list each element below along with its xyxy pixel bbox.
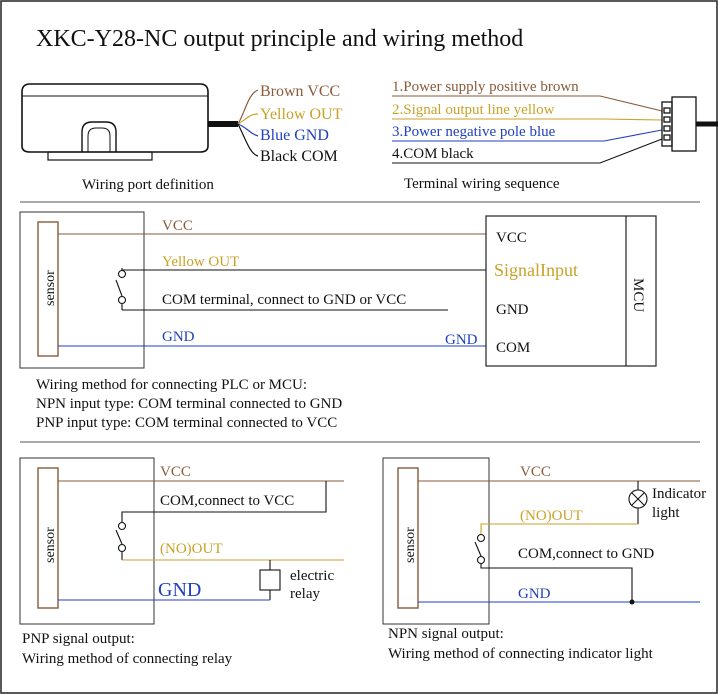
wiring-port-caption: Wiring port definition xyxy=(82,177,214,193)
wire-label-com: Black COM xyxy=(260,148,338,165)
wire-label-gnd: Blue GND xyxy=(260,127,329,144)
npn-vcc-label: VCC xyxy=(520,464,551,480)
pnp-sensor-frame xyxy=(19,457,155,625)
connector-illustration xyxy=(661,96,718,152)
terminal-line-2: 2.Signal output line yellow xyxy=(392,102,555,118)
npn-caption-2: Wiring method of connecting indicator li… xyxy=(388,646,654,662)
npn-gnd-label: GND xyxy=(518,586,551,602)
relay-coil-icon xyxy=(259,560,281,600)
npn-caption-1: NPN signal output: xyxy=(388,626,504,642)
indicator-light-icon xyxy=(628,481,648,524)
npn-out-label: (NO)OUT xyxy=(520,508,582,524)
sensor-body-illustration xyxy=(21,83,238,161)
page-title: XKC-Y28-NC output principle and wiring m… xyxy=(36,26,523,52)
mcu-gnd-label: GND xyxy=(162,329,195,345)
terminal-leader-lines xyxy=(392,95,663,164)
pnp-com-label: COM,connect to VCC xyxy=(160,493,294,509)
mcu-switch-contact xyxy=(115,269,448,311)
mcu-note-2: NPN input type: COM terminal connected t… xyxy=(36,396,342,412)
terminal-line-3: 3.Power negative pole blue xyxy=(392,124,556,140)
mcu-gnd-right-label: GND xyxy=(445,332,478,348)
pnp-switch-contact xyxy=(115,521,127,560)
mcu-sensor-label: sensor xyxy=(43,270,58,306)
indicator-label-1: Indicator xyxy=(652,486,706,502)
mcu-sensor-frame xyxy=(19,211,145,369)
pnp-caption-1: PNP signal output: xyxy=(22,631,135,647)
mcu-out-label: Yellow OUT xyxy=(162,254,239,270)
terminal-line-4: 4.COM black xyxy=(392,146,474,162)
wire-label-vcc: Brown VCC xyxy=(260,83,340,100)
terminal-sequence-caption: Terminal wiring sequence xyxy=(404,176,560,192)
npn-gnd-junction xyxy=(629,599,635,605)
relay-label-2: relay xyxy=(290,586,320,602)
pnp-sensor-element xyxy=(37,467,59,609)
mcu-pin-gnd: GND xyxy=(496,302,529,318)
pnp-com-wire xyxy=(121,481,327,522)
pnp-gnd-label: GND xyxy=(158,579,201,601)
npn-out-wire xyxy=(480,523,638,534)
mcu-com-label: COM terminal, connect to GND or VCC xyxy=(162,292,406,308)
terminal-line-1: 1.Power supply positive brown xyxy=(392,79,579,95)
pnp-out-label: (NO)OUT xyxy=(160,541,222,557)
mcu-pin-com: COM xyxy=(496,340,530,356)
relay-label-1: electric xyxy=(290,568,334,584)
npn-sensor-label: sensor xyxy=(403,527,418,563)
wire-fan-left xyxy=(237,89,259,157)
npn-sensor-frame xyxy=(382,457,490,625)
pnp-vcc-label: VCC xyxy=(160,464,191,480)
mcu-note-3: PNP input type: COM terminal connected t… xyxy=(36,415,337,431)
indicator-label-2: light xyxy=(652,505,680,521)
mcu-label: MCU xyxy=(630,278,646,312)
mcu-pin-vcc: VCC xyxy=(496,230,527,246)
mcu-block xyxy=(485,215,657,367)
wire-label-out: Yellow OUT xyxy=(260,106,343,123)
mcu-sensor-element xyxy=(37,221,59,357)
mcu-pin-signal: SignalInput xyxy=(494,260,578,280)
mcu-vcc-label: VCC xyxy=(162,218,193,234)
pnp-sensor-label: sensor xyxy=(43,527,58,563)
npn-sensor-element xyxy=(397,467,419,609)
mcu-note-1: Wiring method for connecting PLC or MCU: xyxy=(36,377,307,393)
pnp-caption-2: Wiring method of connecting relay xyxy=(22,651,233,667)
npn-switch-contact xyxy=(474,533,633,602)
npn-com-label: COM,connect to GND xyxy=(518,546,654,562)
